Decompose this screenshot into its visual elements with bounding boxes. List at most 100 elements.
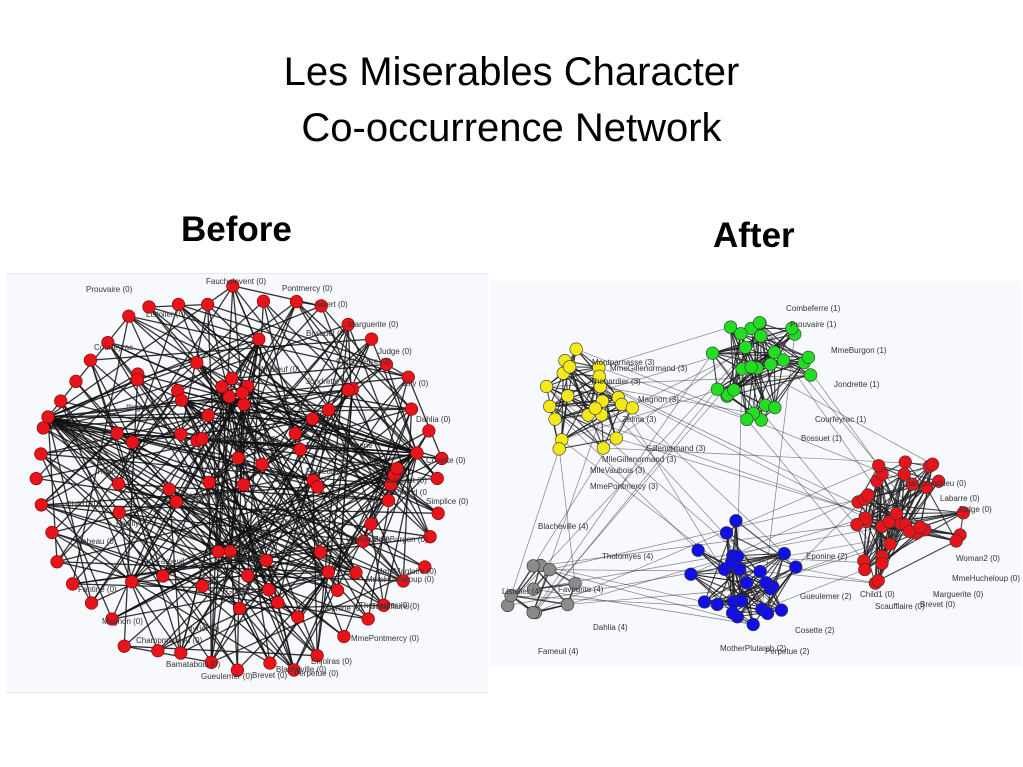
after-node-label: Cosette (2) <box>795 626 835 635</box>
network-edge <box>263 300 418 454</box>
network-node <box>313 545 327 559</box>
network-node <box>729 514 743 528</box>
after-node-label: Judge (0) <box>958 505 992 514</box>
network-edge <box>877 523 902 581</box>
network-edge <box>864 523 902 570</box>
network-edge <box>533 523 902 590</box>
network-node <box>526 559 540 573</box>
network-edge <box>533 588 754 625</box>
network-edge <box>739 553 785 570</box>
after-node-label: MmePontmercy (3) <box>590 482 658 491</box>
network-edge <box>350 338 373 390</box>
network-node <box>710 597 724 612</box>
network-edge <box>217 324 349 552</box>
network-edge <box>383 452 418 606</box>
network-edge <box>750 328 758 369</box>
network-edge <box>40 504 133 583</box>
network-edge <box>716 335 762 390</box>
network-node <box>151 644 165 658</box>
network-node <box>226 279 240 293</box>
network-edge <box>128 315 243 394</box>
after-heading: After <box>713 216 795 255</box>
before-node-label: Ilingwy (0) <box>126 403 163 412</box>
network-node <box>609 431 623 445</box>
network-edge <box>737 588 771 618</box>
network-edge <box>370 523 385 606</box>
network-edge <box>178 303 409 378</box>
network-node <box>875 556 889 571</box>
network-node <box>235 386 249 400</box>
network-node <box>435 451 449 466</box>
before-node-label: Child1 (0) <box>66 500 101 509</box>
network-node <box>726 606 740 620</box>
network-edge <box>47 408 412 418</box>
network-edge <box>90 338 372 361</box>
network-node <box>241 569 255 583</box>
network-edge <box>237 457 426 568</box>
after-node-label: Listolier (4) <box>502 587 542 596</box>
network-edge <box>47 416 238 671</box>
network-edge <box>535 465 879 613</box>
network-node <box>111 477 126 491</box>
network-edge <box>47 416 244 486</box>
network-node <box>526 582 541 596</box>
network-node <box>337 629 351 644</box>
network-edge <box>56 386 223 563</box>
network-node <box>162 482 176 496</box>
after-node-label: Gillenormand (3) <box>646 444 706 453</box>
network-edge <box>370 338 418 454</box>
before-node-label: Gueulemer (0) <box>201 672 253 681</box>
network-node <box>752 316 767 330</box>
before-node-label: Fameuil (0) <box>306 467 347 476</box>
network-edge <box>229 418 314 552</box>
before-node-label: Woman2 (0) <box>346 535 390 544</box>
network-node <box>262 583 276 597</box>
before-node-label: Eponine (0) <box>236 542 278 551</box>
network-edge <box>712 327 793 354</box>
network-node <box>759 576 773 590</box>
after-node-label: Eponine (2) <box>806 552 848 561</box>
network-edge <box>229 551 345 637</box>
before-node-label: Pontmercy (0) <box>282 284 333 293</box>
network-node <box>949 534 963 548</box>
network-node <box>418 560 432 574</box>
network-node <box>291 610 305 624</box>
network-node <box>548 412 562 426</box>
network-node <box>255 457 269 471</box>
network-edge <box>546 386 604 449</box>
before-node-label: Napoleon (0) <box>186 492 233 501</box>
network-node <box>872 459 886 473</box>
network-node <box>381 493 396 508</box>
network-node <box>364 332 379 346</box>
network-edge <box>295 432 395 476</box>
network-edge <box>767 566 797 614</box>
network-edge <box>243 484 369 620</box>
network-edge <box>111 572 357 620</box>
network-node <box>69 374 83 388</box>
network-node <box>774 603 789 617</box>
network-node <box>789 560 803 574</box>
after-node-label: Favourite (4) <box>558 585 604 594</box>
before-node-label: Cosette (0) <box>426 456 466 465</box>
network-edge <box>328 338 373 411</box>
network-edge <box>157 474 395 652</box>
network-node <box>117 639 131 653</box>
network-edge <box>549 405 604 449</box>
network-edge <box>320 305 392 485</box>
network-edge <box>567 517 866 605</box>
slide-title-line1: Les Miserables Character <box>283 50 740 94</box>
before-node-label: MmePontmercy (0) <box>351 634 419 643</box>
network-node <box>364 517 378 531</box>
before-node-label: Toussaint (0) <box>381 476 427 485</box>
network-node <box>356 534 370 548</box>
network-node <box>195 579 210 593</box>
network-edge <box>774 359 784 408</box>
network-edge <box>561 407 633 441</box>
network-edge <box>616 347 746 439</box>
network-node <box>596 441 610 455</box>
network-node <box>101 335 115 350</box>
before-edges <box>35 285 443 671</box>
before-node-label: Thenardier (0) <box>359 601 410 610</box>
network-edge <box>243 389 349 406</box>
network-edge <box>180 601 279 654</box>
